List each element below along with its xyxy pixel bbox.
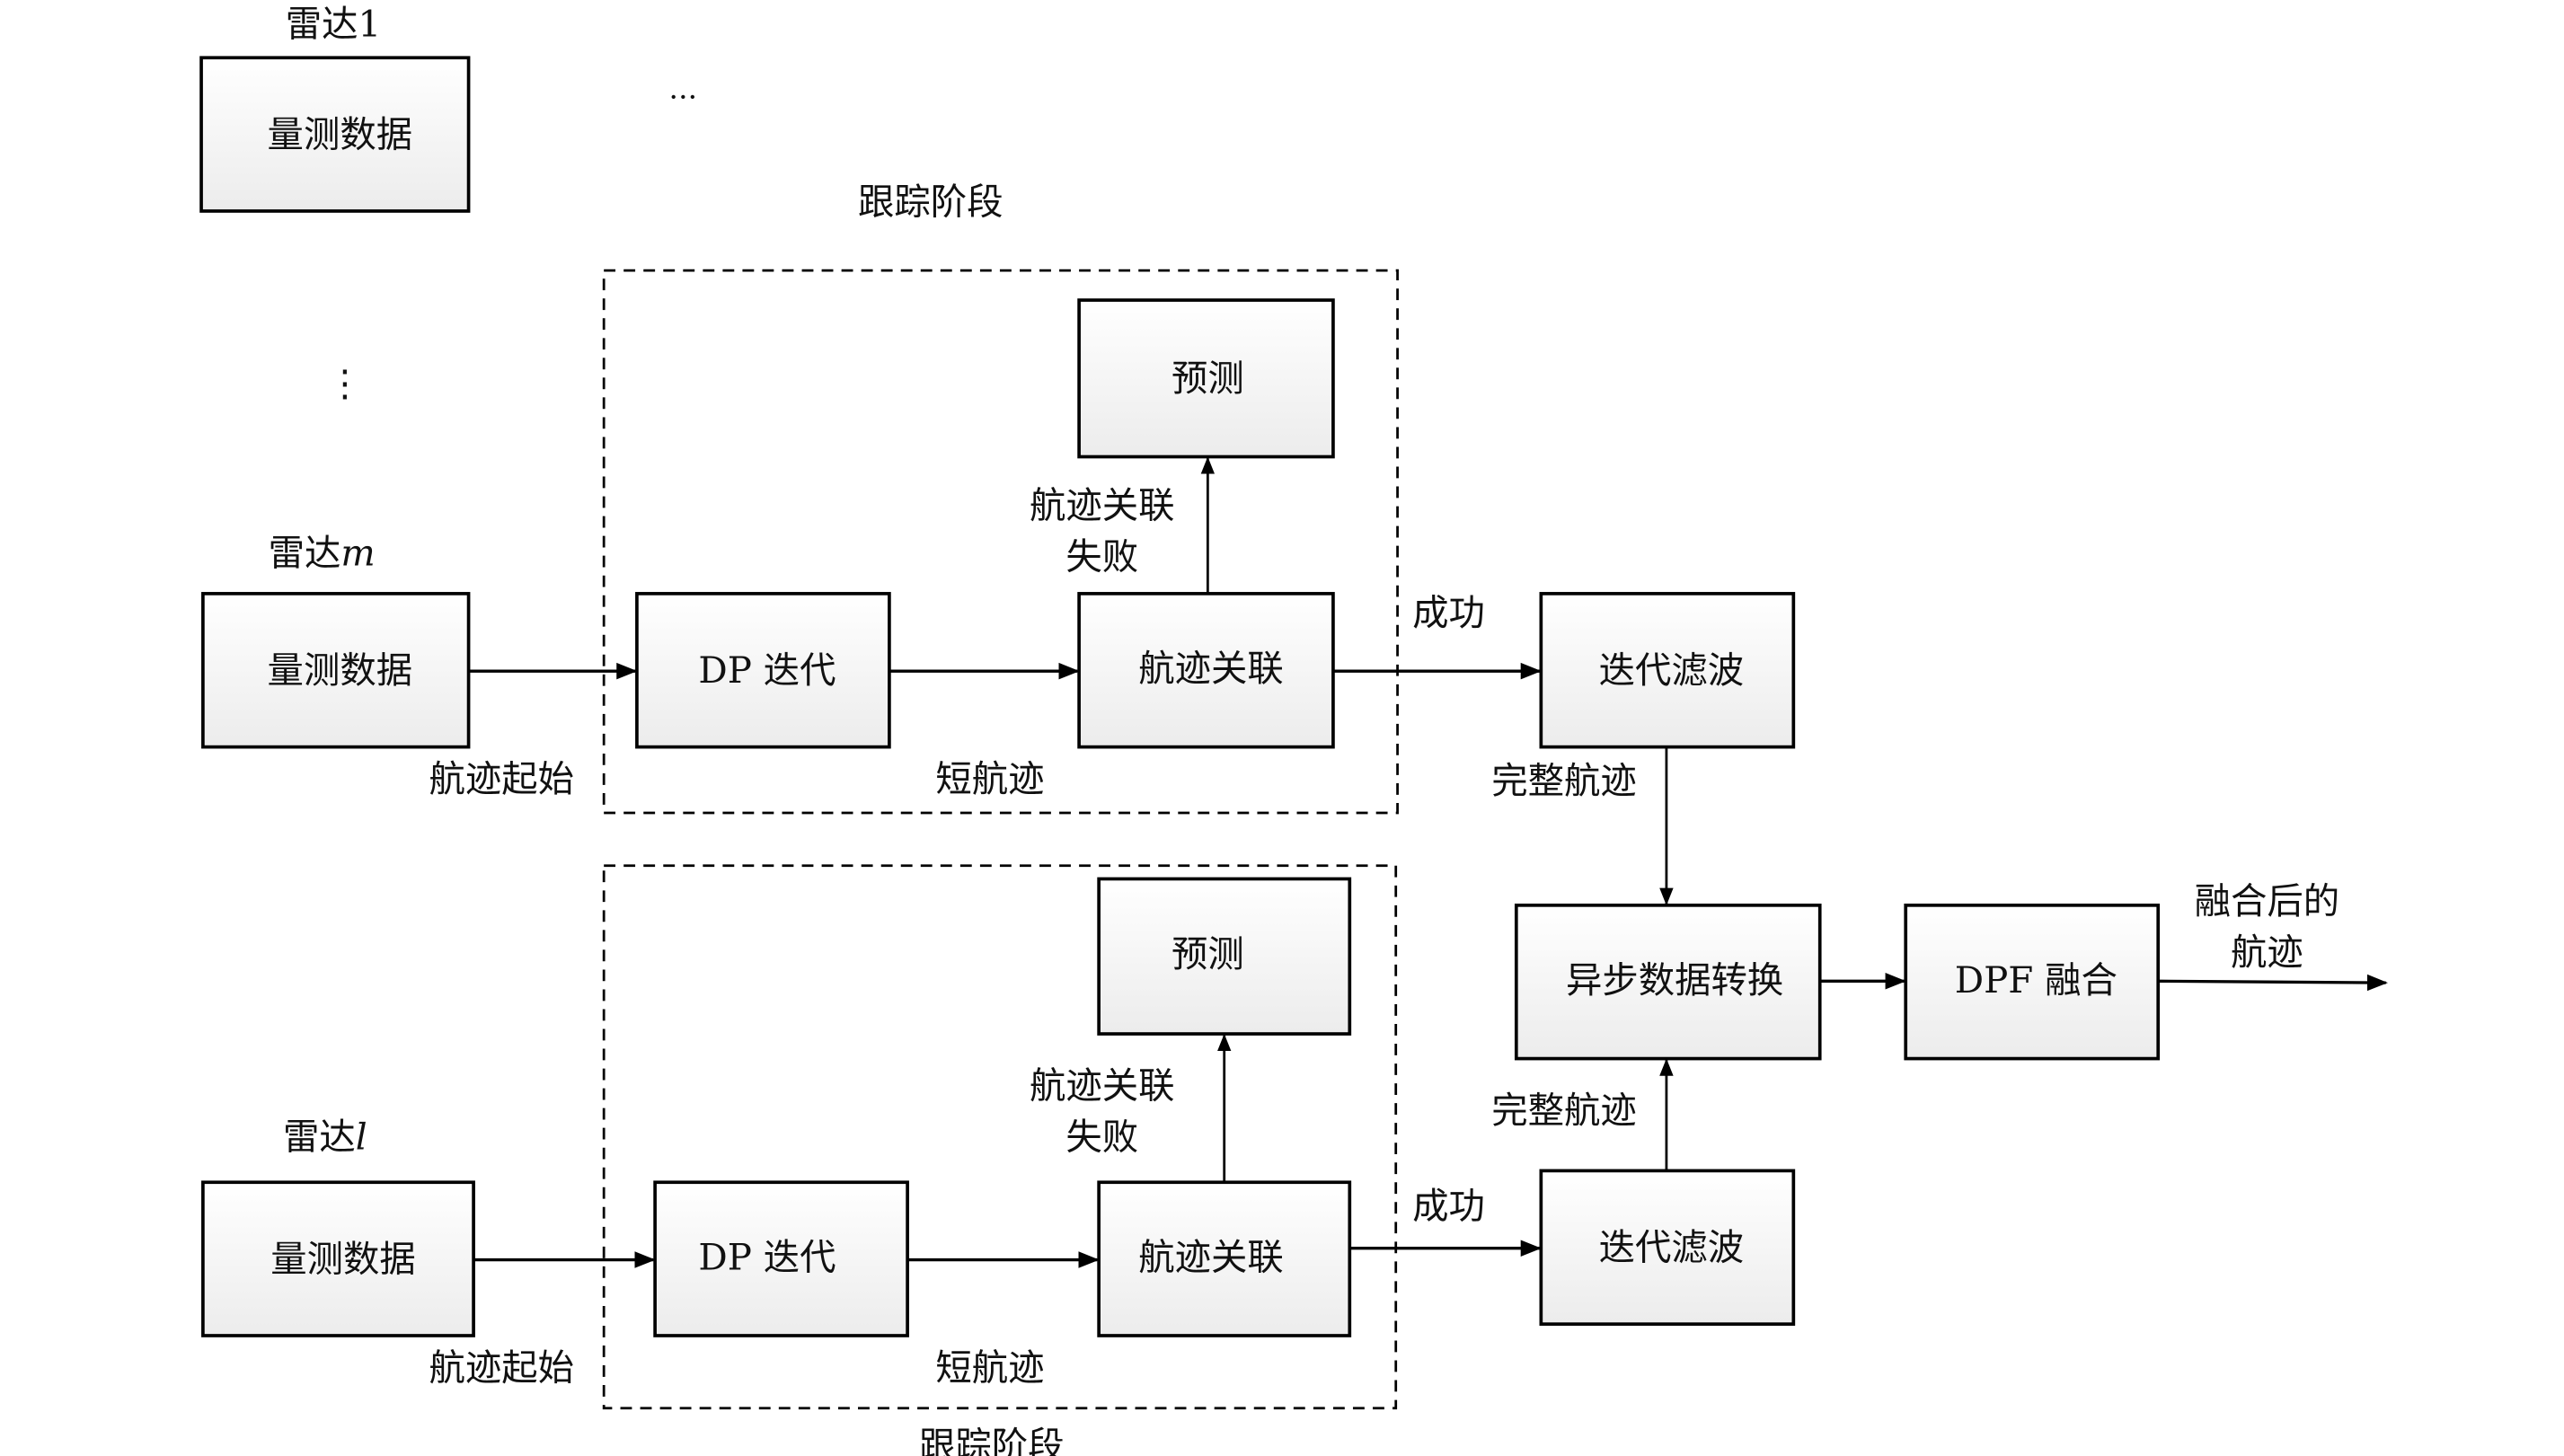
tracking-stage-bottom-label: 跟踪阶段	[919, 1425, 1065, 1456]
short-track-bottom-label: 短航迹	[935, 1347, 1044, 1390]
radar-l-title: 雷达l	[283, 1116, 367, 1159]
success-top-label: 成功	[1412, 592, 1485, 634]
fused-output-label-1: 融合后的	[2195, 880, 2340, 922]
assoc-fail-bottom-label-1: 航迹关联	[1030, 1065, 1175, 1107]
prediction-bottom-label: 预测	[1171, 933, 1244, 975]
iterative-filter-top-box[interactable]: 迭代滤波	[1539, 592, 1796, 749]
radar-l-title-prefix: 雷达	[283, 1116, 356, 1159]
dp-iteration-top-label: DP 迭代	[698, 649, 836, 692]
complete-track-top-label: 完整航迹	[1491, 760, 1637, 802]
radar-l-measurement-box[interactable]: 量测数据	[201, 1180, 475, 1337]
dp-iteration-top-box[interactable]: DP 迭代	[635, 592, 891, 749]
radar-l-start-label: 航迹起始	[429, 1347, 575, 1390]
radar-l-title-var: l	[356, 1116, 367, 1159]
dpf-fusion-label: DPF 融合	[1955, 959, 2118, 1002]
radar-1-title: 雷达1	[286, 3, 381, 45]
radar-l-measurement-label: 量测数据	[270, 1238, 416, 1280]
radar-m-title-prefix: 雷达	[269, 533, 341, 575]
iterative-filter-top-label: 迭代滤波	[1599, 649, 1745, 692]
track-association-top-box[interactable]: 航迹关联	[1077, 592, 1335, 749]
radar-1-measurement-label: 量测数据	[268, 113, 413, 155]
assoc-fail-top-label-1: 航迹关联	[1030, 484, 1175, 526]
ellipsis-vertical: ⋮	[327, 363, 363, 405]
prediction-top-box[interactable]: 预测	[1077, 298, 1335, 459]
dpf-fusion-box[interactable]: DPF 融合	[1904, 904, 2161, 1061]
fused-output-label-2: 航迹	[2231, 931, 2303, 974]
success-bottom-label: 成功	[1412, 1186, 1485, 1228]
radar-m-start-label: 航迹起始	[429, 758, 575, 800]
iterative-filter-bottom-label: 迭代滤波	[1599, 1227, 1745, 1269]
assoc-fail-bottom-label-2: 失败	[1065, 1116, 1138, 1159]
ellipsis-horizontal: ···	[669, 79, 698, 114]
track-association-bottom-label: 航迹关联	[1138, 1237, 1284, 1279]
radar-1-measurement-box[interactable]: 量测数据	[199, 56, 471, 213]
short-track-top-label: 短航迹	[935, 758, 1044, 800]
complete-track-bottom-label: 完整航迹	[1491, 1090, 1637, 1132]
dp-iteration-bottom-label: DP 迭代	[698, 1237, 836, 1279]
track-association-top-label: 航迹关联	[1138, 648, 1284, 690]
prediction-bottom-box[interactable]: 预测	[1097, 877, 1352, 1036]
tracking-stage-top-frame	[602, 269, 1399, 815]
tracking-stage-top-label: 跟踪阶段	[858, 181, 1003, 224]
iterative-filter-bottom-box[interactable]: 迭代滤波	[1539, 1169, 1796, 1326]
dp-iteration-bottom-box[interactable]: DP 迭代	[653, 1180, 909, 1337]
radar-m-title-var: m	[340, 533, 375, 575]
radar-m-title: 雷达m	[269, 533, 376, 575]
tracking-stage-bottom-frame	[602, 864, 1398, 1410]
radar-m-measurement-box[interactable]: 量测数据	[201, 592, 471, 749]
arrow-fused-output	[2158, 974, 2388, 992]
async-data-conversion-box[interactable]: 异步数据转换	[1514, 904, 1822, 1061]
radar-m-measurement-label: 量测数据	[268, 649, 413, 692]
track-association-bottom-box[interactable]: 航迹关联	[1097, 1180, 1352, 1337]
assoc-fail-top-label-2: 失败	[1065, 535, 1138, 578]
async-data-conversion-label: 异步数据转换	[1566, 959, 1783, 1002]
prediction-top-label: 预测	[1171, 357, 1244, 400]
